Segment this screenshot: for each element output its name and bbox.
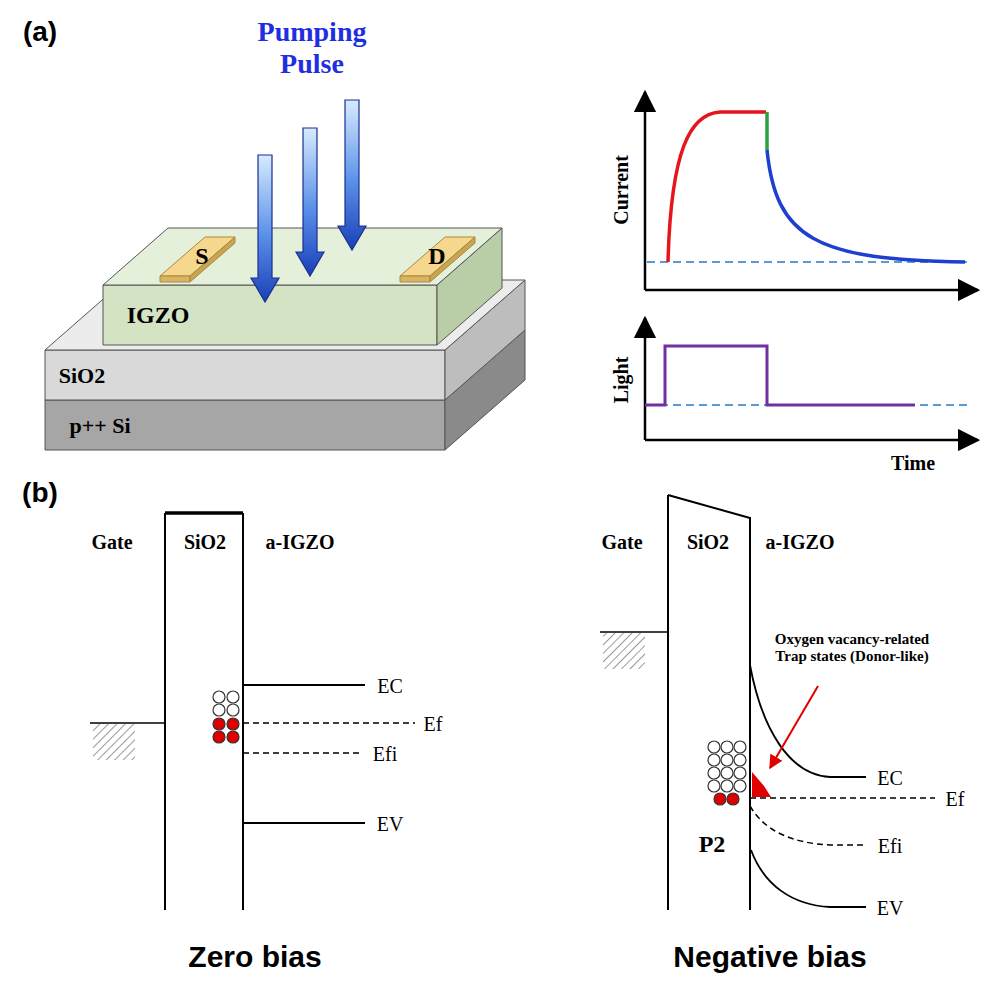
oxide-wall (164, 513, 166, 910)
x-axis (645, 289, 978, 292)
gate-metal (603, 633, 645, 669)
interface-traps (213, 691, 239, 743)
band-label: EV (377, 813, 404, 836)
caption-label: Negative bias (673, 940, 866, 975)
fermi-level (243, 722, 415, 724)
empty-trap (734, 741, 746, 753)
oxide-barrier (165, 511, 243, 515)
caption-label: Zero bias (188, 940, 321, 975)
oxide-wall (667, 495, 669, 910)
si-front (45, 400, 445, 450)
oxide-front (45, 350, 445, 400)
filled-trap (727, 793, 739, 805)
intrinsic-level (243, 752, 362, 754)
empty-trap (721, 741, 733, 753)
empty-trap (721, 780, 733, 792)
oxide-wall (242, 513, 244, 910)
axis-label: Current (610, 155, 633, 225)
layer-name: p++ Si (69, 413, 130, 438)
fermi-level (750, 797, 935, 799)
panel-letter: (a) (23, 16, 57, 48)
axis-label: Light (610, 357, 633, 404)
fast-drop (765, 112, 769, 150)
panel-letter: (b) (22, 477, 58, 509)
filled-trap (213, 731, 225, 743)
empty-trap (734, 780, 746, 792)
gate-fermi (90, 722, 165, 724)
point-label: P2 (699, 831, 726, 859)
pump-arrow (296, 128, 324, 276)
region-name: a-IGZO (266, 531, 335, 554)
band-label: EV (877, 897, 904, 920)
donor-trap-region (752, 772, 771, 797)
drain-electrode-edge (400, 276, 430, 282)
layer-name: SiO2 (59, 363, 105, 388)
region-name: Gate (601, 531, 642, 554)
interface-traps (708, 741, 746, 805)
electrode-name: S (195, 243, 208, 271)
light-pulses (251, 100, 366, 302)
band-label: EC (377, 675, 403, 698)
band-label: Ef (424, 713, 443, 736)
empty-trap (708, 780, 720, 792)
region-name: a-IGZO (766, 531, 835, 554)
band-label: Efi (878, 835, 902, 858)
empty-trap (213, 691, 225, 703)
empty-trap (708, 741, 720, 753)
empty-trap (721, 754, 733, 766)
empty-trap (734, 754, 746, 766)
filled-trap (227, 718, 239, 730)
leader-arrow (770, 686, 818, 768)
empty-trap (708, 767, 720, 779)
region-name: SiO2 (184, 531, 226, 554)
pump-arrow (338, 100, 366, 250)
region-name: Gate (91, 531, 132, 554)
empty-trap (227, 704, 239, 716)
conduction-band (750, 665, 866, 777)
filled-trap (213, 718, 225, 730)
valence-band (751, 850, 866, 907)
y-axis (644, 318, 647, 440)
filled-trap (227, 731, 239, 743)
filled-trap (714, 793, 726, 805)
gate-fermi (600, 631, 668, 633)
rise-curve (668, 112, 766, 262)
source-electrode-edge (160, 276, 190, 282)
electrode-name: D (428, 243, 445, 271)
light-pulse (645, 346, 915, 405)
pump-arrow (251, 155, 279, 302)
y-axis (644, 92, 647, 290)
empty-trap (227, 691, 239, 703)
light-label: Pumping Pulse (237, 16, 387, 80)
region-name: SiO2 (687, 531, 729, 554)
valence-band (243, 822, 365, 824)
band-label: Efi (373, 743, 397, 766)
empty-trap (721, 767, 733, 779)
band-label: EC (877, 767, 903, 790)
intrinsic-level (750, 806, 866, 845)
empty-trap (734, 767, 746, 779)
zero-bias-bands (90, 513, 415, 910)
layer-name: IGZO (127, 302, 190, 330)
conduction-band (243, 684, 365, 686)
empty-trap (213, 704, 225, 716)
light-graph (645, 318, 978, 440)
device-stack (45, 228, 525, 450)
negative-bias-bands (600, 495, 935, 910)
current-graph (645, 92, 978, 290)
axis-label: Time (891, 452, 935, 475)
callout-text: Oxygen vacancy-related Trap states (Dono… (765, 631, 940, 666)
x-axis (645, 439, 978, 442)
source-electrode-side (190, 237, 235, 282)
gate-metal (93, 724, 135, 760)
oxide-barrier (668, 495, 750, 518)
band-label: Ef (946, 788, 965, 811)
empty-trap (708, 754, 720, 766)
decay-curve (767, 150, 965, 262)
